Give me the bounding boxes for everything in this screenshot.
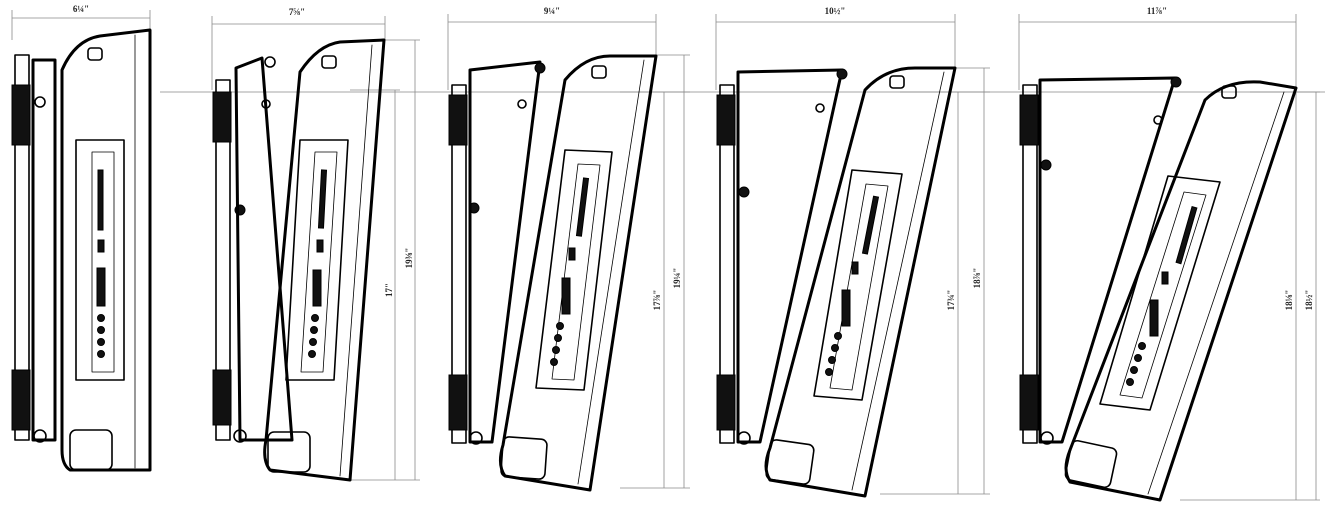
port-panel [1099,175,1221,411]
tv-stand-foot [267,431,311,473]
height-label-outer: 18⅞" [972,268,982,289]
tv-body [60,28,152,472]
wall-plate [215,79,231,441]
mount-panel-1: 6¼" [11,4,152,472]
tv-stand-foot [69,429,113,471]
wall-plate [719,84,735,444]
mount-panel-4: 10½" 17¾" 18⅞" [715,6,990,498]
port-panel [535,149,613,391]
port-panel [285,139,349,381]
height-label-inner: 18⅛" [1284,290,1294,311]
wall-plate [1022,84,1038,444]
width-label: 9¼" [544,6,560,16]
height-label-inner: 17⅞" [652,290,662,311]
mount-arm [1038,76,1177,444]
width-label: 7⅝" [289,7,305,17]
height-label-inner: 17¾" [946,290,956,311]
wall-plate [451,84,467,444]
width-label: 10½" [825,6,846,16]
port-panel [813,169,903,401]
height-label-inner: 17" [384,283,394,297]
mount-panel-5: 11⅞" 18⅛" 18½" [1018,6,1320,502]
mount-panel-2: 7⅝" 17" 19⅜" [211,7,420,482]
tv-stand-foot [1064,439,1118,489]
port-panel [75,139,125,381]
height-label-outer: 18½" [1304,290,1314,311]
mount-arm [234,56,294,442]
mount-arm [736,68,844,444]
mount-arm [468,60,542,444]
tv-body [764,66,957,498]
width-label: 11⅞" [1147,6,1167,16]
tv-stand-foot [500,436,548,480]
height-label-outer: 19¼" [672,268,682,289]
width-label: 6¼" [73,4,89,14]
mount-panel-3: 9¼" 17⅞" 19¼" [447,6,690,492]
wall-plate [14,54,30,441]
mount-arm [31,58,57,442]
tv-body [263,38,386,482]
tv-body [1064,80,1298,502]
tv-body [498,54,658,492]
tv-stand-foot [765,439,815,485]
height-label-outer: 19⅜" [404,248,414,269]
